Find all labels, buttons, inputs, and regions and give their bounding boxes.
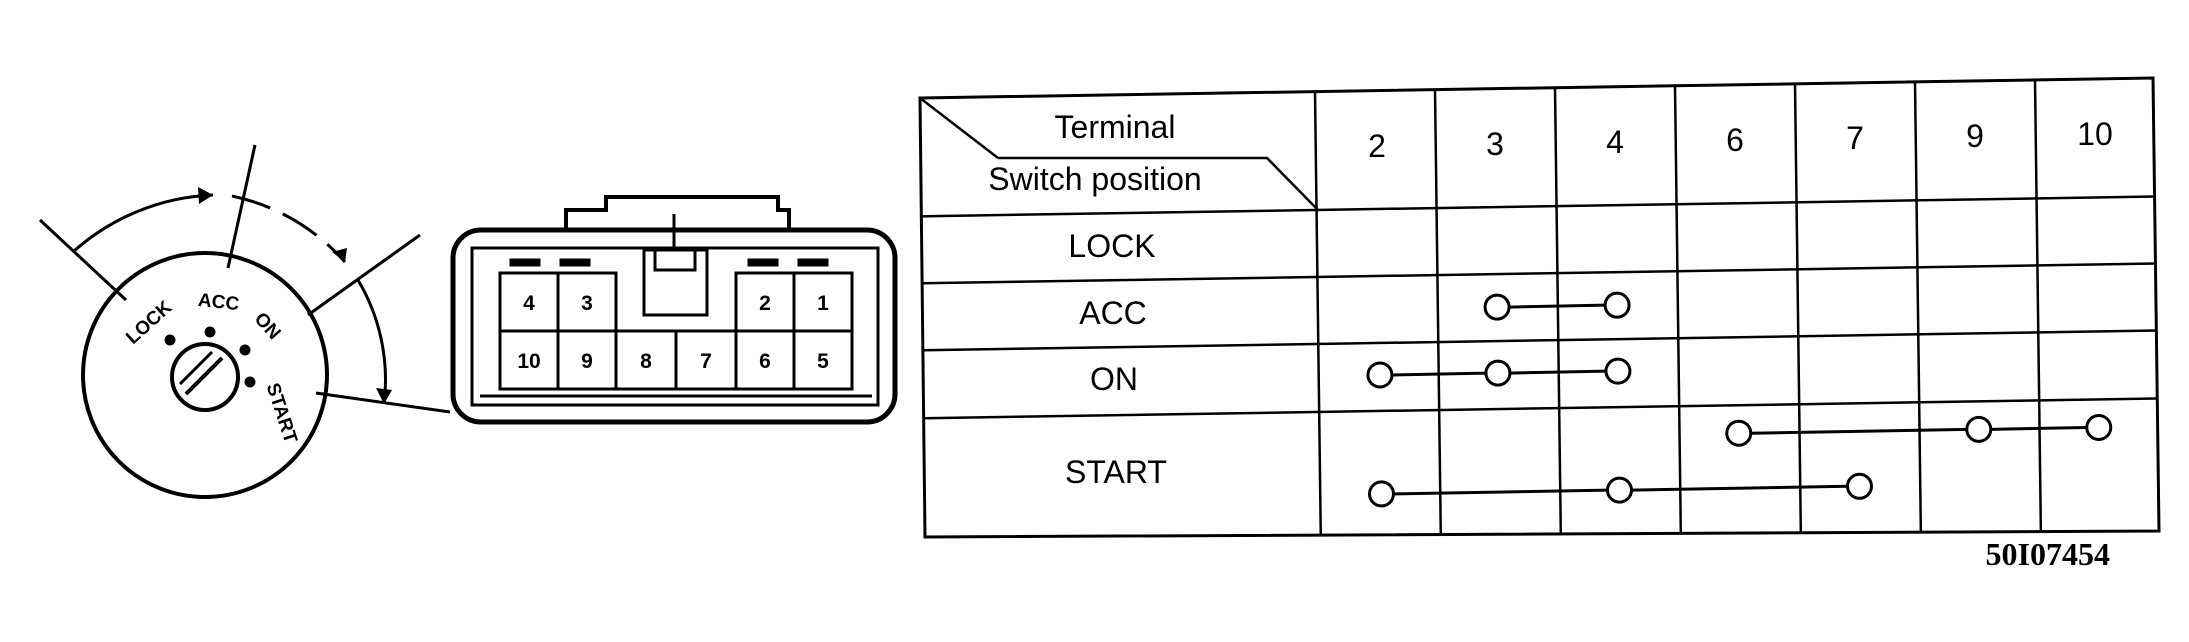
start-dot: [244, 376, 256, 388]
continuity-link: [1750, 427, 1967, 435]
terminal-header-10: 10: [2077, 116, 2113, 152]
table-column-divider: [1793, 83, 1803, 533]
pin-label: 8: [640, 350, 652, 373]
connector: [450, 195, 898, 425]
continuity-link: [1509, 303, 1606, 309]
header-switch-position: Switch position: [988, 161, 1201, 197]
connector-cavity: [792, 329, 854, 391]
continuity-link: [1509, 369, 1606, 375]
table-column-divider: [1913, 81, 1923, 533]
connector-key-notch: [642, 248, 709, 317]
table-row-divider: [923, 397, 2157, 420]
pin-label: 2: [759, 292, 771, 315]
switch-label-start: START: [262, 381, 301, 447]
header-terminal: Terminal: [1055, 109, 1176, 145]
continuity-link: [1990, 425, 2087, 431]
table-column-divider: [1673, 85, 1683, 534]
connector-key-block: [653, 248, 697, 272]
pin-label: 3: [581, 292, 593, 315]
row-label-lock: LOCK: [1068, 228, 1155, 264]
continuity-terminal-circle: [1605, 476, 1633, 504]
arrow-head-acc: [198, 187, 213, 204]
table-row-divider: [921, 262, 2157, 285]
terminal-header-4: 4: [1606, 124, 1624, 160]
grid-lines: [919, 195, 2157, 420]
rotation-arc-acc-on: [231, 194, 347, 263]
terminal-header-6: 6: [1726, 122, 1744, 158]
connector-pin-labels: 4 3 2 1 10 9 8 7 6 5: [517, 292, 829, 373]
pin-label: 10: [517, 350, 540, 373]
continuity-terminal-circle: [1367, 480, 1395, 508]
pin-label: 9: [581, 350, 593, 373]
connector-rib-left-2: [559, 258, 591, 267]
continuity-terminal-circle: [1484, 359, 1512, 387]
continuity-link: [1631, 484, 1848, 492]
terminal-header-3: 3: [1486, 126, 1504, 162]
header-divider: [998, 156, 1319, 211]
connector-rib-left: [509, 258, 541, 267]
on-pointer-line: [307, 233, 421, 317]
acc-dot: [204, 326, 216, 338]
connector-rib-right-2: [797, 258, 829, 267]
continuity-terminal-circle: [1965, 415, 1993, 443]
pin-label: 1: [817, 292, 829, 315]
lock-dot: [164, 334, 176, 346]
table-row-divider: [922, 329, 2157, 352]
terminal-header-7: 7: [1846, 120, 1864, 156]
rotation-arc-on-start: [356, 279, 387, 405]
terminal-header-2: 2: [1368, 128, 1386, 164]
lock-pointer-line: [38, 218, 128, 302]
pin-label: 7: [700, 350, 712, 373]
terminal-headers: 2 3 4 6 7 9 10: [1368, 116, 2113, 164]
row-labels: LOCK ACC ON START: [1065, 228, 1167, 490]
acc-pointer-line: [226, 144, 257, 269]
rotation-arc-lock-acc: [71, 193, 214, 254]
terminal-header-9: 9: [1966, 118, 1984, 154]
key-slot: [184, 356, 224, 396]
switch-outer-ring: [81, 251, 329, 499]
arrow-head-on: [332, 248, 347, 262]
pin-label: 4: [523, 292, 535, 315]
switch-label-on: ON: [250, 309, 285, 344]
arrow-head-start: [376, 388, 392, 404]
table-column-divider: [1313, 91, 1323, 536]
grid-lines-vertical: [1313, 79, 2043, 536]
continuity-terminal-circle: [1603, 291, 1631, 319]
connector-rib-right: [747, 258, 779, 267]
continuity-link: [1391, 371, 1486, 377]
switch-label-acc: ACC: [197, 290, 240, 315]
continuity-link: [1393, 488, 1608, 496]
continuity-table: Terminal Switch position 2 3 4 6 7 9 10 …: [918, 76, 2161, 539]
table-grid: [918, 76, 2161, 539]
continuity-terminal-circle: [1483, 293, 1511, 321]
reference-code: 50I07454: [1986, 536, 2110, 572]
connector-lock-tab: [564, 195, 791, 230]
header-diagonal: [919, 97, 999, 159]
key-cylinder: [170, 342, 240, 412]
table-row-divider: [919, 195, 2157, 218]
on-dot: [239, 344, 251, 356]
pin-label: 5: [817, 350, 829, 373]
continuity-terminal-circle: [1845, 472, 1873, 500]
continuity-connections: [1366, 291, 2113, 508]
continuity-terminal-circle: [1725, 419, 1753, 447]
row-label-acc: ACC: [1079, 295, 1147, 331]
table-column-divider: [1433, 89, 1443, 535]
key-slot-edge: [178, 350, 214, 386]
continuity-terminal-circle: [1604, 357, 1632, 385]
row-label-on: ON: [1090, 361, 1138, 397]
table-border: [918, 76, 2161, 539]
continuity-terminal-circle: [1366, 361, 1394, 389]
row-label-start: START: [1065, 454, 1167, 490]
pin-label: 6: [759, 350, 771, 373]
table-column-divider: [2033, 79, 2043, 532]
continuity-terminal-circle: [2085, 413, 2113, 441]
ignition-switch: [38, 144, 451, 499]
table-column-divider: [1553, 87, 1563, 534]
